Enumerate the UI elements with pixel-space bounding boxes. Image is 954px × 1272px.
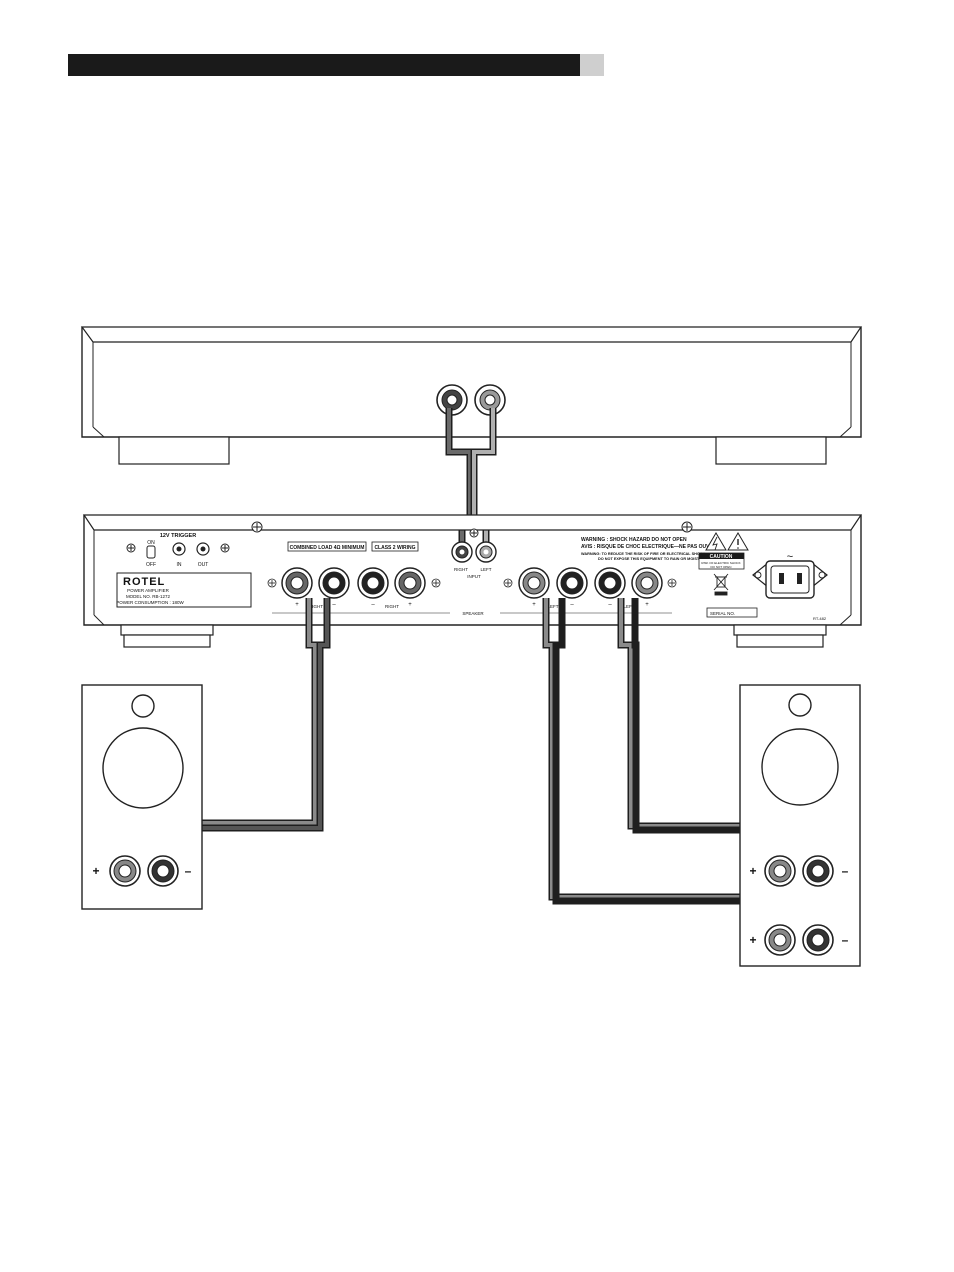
warning-line-3: WARNING: TO REDUCE THE RISK OF FIRE OR E… xyxy=(581,552,706,556)
serial-label: SERIAL NO. xyxy=(710,611,735,616)
power-amplifier: 12V TRIGGER ON OFF IN OUT ROTEL POWER AM… xyxy=(82,514,863,648)
ac-power-inlet[interactable] xyxy=(752,560,828,599)
speaker-right-minus-top-terminal[interactable] xyxy=(802,855,834,887)
warning-triangle-icon xyxy=(705,532,749,551)
term-plus: + xyxy=(645,602,649,608)
foot-left xyxy=(118,436,230,465)
binding-post-left-minus-1[interactable] xyxy=(556,567,588,599)
amp-foot-right xyxy=(733,624,827,648)
combined-load-label: COMBINED LOAD 4Ω MINIMUM xyxy=(290,545,365,551)
term-minus: – xyxy=(608,602,612,608)
model-label-plate xyxy=(116,572,252,608)
binding-post-right-plus-1[interactable] xyxy=(281,567,313,599)
input-label: INPUT xyxy=(467,574,481,579)
tweeter xyxy=(788,693,812,717)
trigger-out-label: OUT xyxy=(198,562,209,568)
model-code: RT-482 xyxy=(813,616,827,621)
binding-post-left-plus-2[interactable] xyxy=(631,567,663,599)
minus-label: – xyxy=(842,864,849,878)
speaker-left-plus-terminal[interactable] xyxy=(109,855,141,887)
preamp-output-left-jack[interactable] xyxy=(474,384,506,416)
woofer xyxy=(761,728,839,806)
label-line-2: MODEL NO. RB-1272 xyxy=(126,594,171,599)
term-minus: – xyxy=(332,602,336,608)
binding-post-left-minus-2[interactable] xyxy=(594,567,626,599)
caution-sub-2: DO NOT OPEN xyxy=(711,565,732,569)
speaker-left: + – xyxy=(81,684,203,910)
term-minus: – xyxy=(570,602,574,608)
speaker-cables xyxy=(138,598,817,928)
preamp-output-right-jack[interactable] xyxy=(436,384,468,416)
speaker-left-minus-terminal[interactable] xyxy=(147,855,179,887)
speaker-label: SPEAKER xyxy=(462,611,484,616)
trigger-title: 12V TRIGGER xyxy=(160,533,196,539)
class2-label: CLASS 2 WIRING xyxy=(374,545,415,551)
binding-post-left-plus-1[interactable] xyxy=(518,567,550,599)
amp-input-left-jack[interactable] xyxy=(475,541,497,563)
speaker-right: + – + – xyxy=(739,684,861,967)
trigger-in-jack[interactable] xyxy=(172,542,186,556)
trigger-out-jack[interactable] xyxy=(196,542,210,556)
switch-off-label: OFF xyxy=(146,562,156,568)
binding-post-right-minus-1[interactable] xyxy=(318,567,350,599)
tweeter xyxy=(131,694,155,718)
plus-label: + xyxy=(749,933,756,947)
minus-label: – xyxy=(842,933,849,947)
minus-label: – xyxy=(185,864,192,878)
weee-bin-icon xyxy=(713,573,729,596)
caution-sub-1: RISK OF ELECTRIC SHOCK xyxy=(701,561,740,565)
speaker-right-plus-top-terminal[interactable] xyxy=(764,855,796,887)
input-right-label: RIGHT xyxy=(454,567,468,572)
warning-line-1: WARNING : SHOCK HAZARD DO NOT OPEN xyxy=(581,537,687,543)
amp-foot-left xyxy=(120,624,214,648)
foot-right xyxy=(715,436,827,465)
input-left-label: LEFT xyxy=(480,567,491,572)
label-line-3: POWER CONSUMPTION : 180W xyxy=(116,600,184,605)
plus-label: + xyxy=(92,864,99,878)
term-plus: + xyxy=(532,602,536,608)
ac-symbol: ~ xyxy=(787,551,793,563)
label-line-1: POWER AMPLIFIER xyxy=(127,588,170,593)
right-channel-label: RIGHT xyxy=(309,604,323,609)
right-channel-label: RIGHT xyxy=(385,604,399,609)
plus-label: + xyxy=(749,864,756,878)
speaker-right-minus-bottom-terminal[interactable] xyxy=(802,924,834,956)
screw-icon xyxy=(126,543,136,553)
binding-post-right-minus-2[interactable] xyxy=(357,567,389,599)
screw-icon xyxy=(469,528,479,538)
amp-input-right-jack[interactable] xyxy=(451,541,473,563)
source-unit xyxy=(80,326,863,465)
screw-icon xyxy=(681,521,693,533)
left-channel-label: LEFT xyxy=(547,604,558,609)
screw-icon xyxy=(220,543,230,553)
trigger-in-label: IN xyxy=(177,562,182,568)
speaker-right-plus-bottom-terminal[interactable] xyxy=(764,924,796,956)
header-bar xyxy=(68,54,604,76)
screw-icon xyxy=(267,578,677,588)
term-plus: + xyxy=(408,602,412,608)
term-plus: + xyxy=(295,602,299,608)
switch-on-label: ON xyxy=(147,540,155,546)
term-minus: – xyxy=(371,602,375,608)
brand-logo: ROTEL xyxy=(123,576,165,588)
caution-label: CAUTION xyxy=(710,554,733,560)
trigger-switch[interactable] xyxy=(146,545,156,559)
warning-line-2: AVIS : RISQUE DE CHOC ELECTRIQUE—NE PAS … xyxy=(581,544,718,550)
screw-icon xyxy=(251,521,263,533)
binding-post-right-plus-2[interactable] xyxy=(394,567,426,599)
warning-line-4: DO NOT EXPOSE THIS EQUIPMENT TO RAIN OR … xyxy=(598,557,708,561)
woofer xyxy=(102,727,184,809)
left-channel-label: LEFT xyxy=(623,604,634,609)
